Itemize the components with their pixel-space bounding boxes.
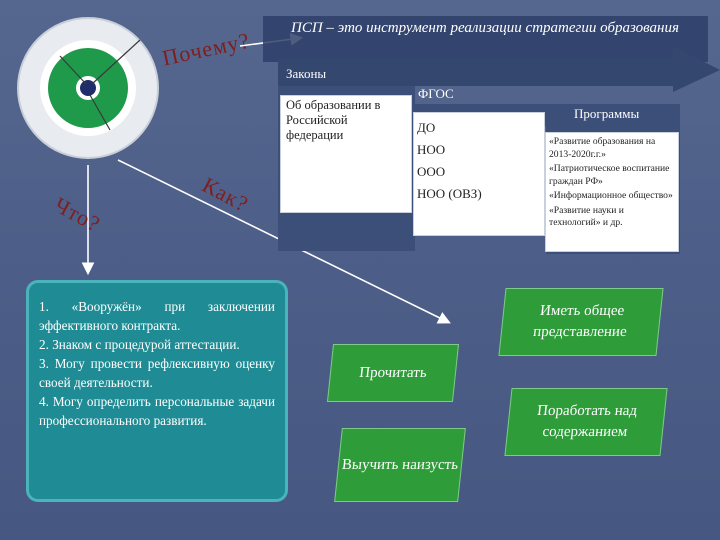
- fgos-item: ДО: [417, 120, 436, 135]
- step-programs-label: Программы: [574, 106, 640, 121]
- action-read: Прочитать: [326, 344, 460, 402]
- program-item: «Развитие образования на 2013-2020г.г.»: [549, 136, 656, 160]
- competency-item: 1. «Вооружён» при заключении эффективног…: [39, 299, 275, 333]
- fgos-item: ООО: [417, 164, 446, 179]
- step-fgos-label: ФГОС: [418, 86, 454, 101]
- fgos-box: ДО НОО ООО НОО (ОВЗ): [413, 112, 545, 236]
- fgos-item: НОО: [417, 142, 446, 157]
- title-banner-shape: [263, 16, 708, 62]
- page-title: ПСП – это инструмент реализации стратеги…: [291, 20, 679, 36]
- action-general: Иметь общее представление: [498, 288, 664, 356]
- target-graphic: [17, 17, 159, 159]
- program-item: «Информационное общество»: [549, 190, 673, 201]
- program-item: «Патриотическое воспитание граждан РФ»: [549, 163, 670, 187]
- competency-item: 3. Могу провести рефлексивную оценку сво…: [39, 356, 275, 390]
- competency-item: 4. Могу определить персональные задачи п…: [39, 394, 275, 428]
- competency-item: 2. Знаком с процедурой аттестации.: [39, 337, 240, 352]
- step-laws-label: Законы: [286, 66, 327, 81]
- program-item: «Развитие науки и технологий» и др.: [549, 204, 624, 229]
- action-work: Поработать над содержанием: [504, 388, 668, 456]
- laws-box-text: Об образовании в Российской федерации: [286, 98, 381, 142]
- fgos-item: НОО (ОВЗ): [417, 186, 482, 201]
- competency-box: 1. «Вооружён» при заключении эффективног…: [26, 280, 288, 502]
- programs-box: «Развитие образования на 2013-2020г.г.» …: [545, 132, 679, 252]
- action-learn: Выучить наизусть: [334, 428, 466, 502]
- laws-box: Об образовании в Российской федерации: [280, 95, 412, 213]
